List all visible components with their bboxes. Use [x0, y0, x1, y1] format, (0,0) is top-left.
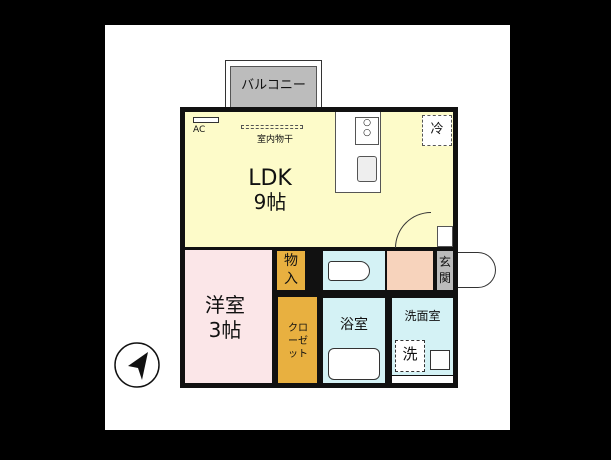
ldk-name: LDK: [248, 166, 292, 191]
entrance: 玄関: [437, 251, 453, 290]
balcony-floor: バルコニー: [230, 66, 317, 108]
fridge-label: 冷: [430, 122, 444, 137]
ldk-size: 9帖: [253, 190, 287, 214]
wash-basin: [430, 350, 450, 370]
drying-rail: [241, 125, 303, 129]
closet-label: クローゼット: [288, 323, 308, 360]
toilet-room: [323, 251, 385, 290]
closet: クローゼット: [278, 297, 317, 383]
bathroom: 浴室: [323, 298, 385, 383]
shoe-box: [437, 226, 453, 247]
washroom-cabinet: [392, 376, 453, 383]
western-room-size: 3帖: [208, 318, 242, 342]
drying-label: 室内物干: [256, 135, 293, 145]
washroom-label: 洗面室: [404, 309, 441, 323]
washer-label: 洗: [402, 345, 418, 363]
washer-space: 洗: [395, 340, 425, 372]
room-western: 洋室 3帖: [185, 250, 272, 383]
north-compass-icon: [114, 342, 160, 388]
hall: [387, 251, 433, 290]
bath-label: 浴室: [340, 317, 368, 333]
door-swing: [395, 212, 431, 248]
storage: 物入: [277, 251, 305, 290]
washroom: 洗面室 洗: [392, 298, 453, 375]
ac-label: AC: [193, 125, 206, 135]
toilet: [328, 261, 370, 281]
western-room-name: 洋室: [205, 293, 245, 317]
kitchen-sink: [357, 156, 377, 182]
stove: ○○: [355, 117, 379, 145]
fridge-space: 冷: [422, 115, 452, 146]
entrance-door-swing: [458, 252, 496, 288]
room-ldk: AC 室内物干 LDK 9帖 ○○ 冷: [185, 112, 453, 248]
entrance-label: 玄関: [438, 255, 451, 285]
bathtub: [328, 348, 380, 380]
balcony-label: バルコニー: [241, 78, 306, 93]
ac-unit: [193, 117, 219, 123]
storage-label: 物入: [284, 253, 298, 287]
